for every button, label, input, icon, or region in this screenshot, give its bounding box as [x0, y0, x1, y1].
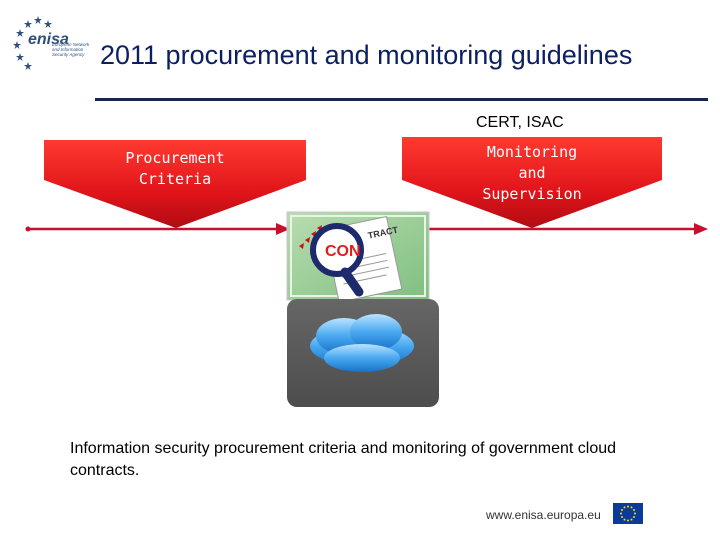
monitoring-line-1: Monitoring [487, 143, 577, 161]
procurement-line-2: Criteria [139, 170, 211, 188]
monitoring-line-2: and [518, 164, 545, 182]
timeline-start-dot [26, 227, 31, 232]
svg-text:CON: CON [325, 243, 361, 260]
cloud-image [286, 298, 440, 408]
monitoring-line-3: Supervision [482, 185, 581, 203]
eu-flag-icon [613, 503, 643, 524]
contract-magnifier-image: TRACT CON [285, 210, 435, 302]
monitoring-supervision-label: Monitoring and Supervision [455, 142, 609, 205]
procurement-criteria-label: Procurement Criteria [98, 148, 252, 190]
timeline-end-arrowhead [694, 223, 708, 235]
slide-caption: Information security procurement criteri… [70, 438, 660, 482]
procurement-line-1: Procurement [125, 149, 224, 167]
footer-url-link[interactable]: www.enisa.europa.eu [486, 508, 601, 522]
